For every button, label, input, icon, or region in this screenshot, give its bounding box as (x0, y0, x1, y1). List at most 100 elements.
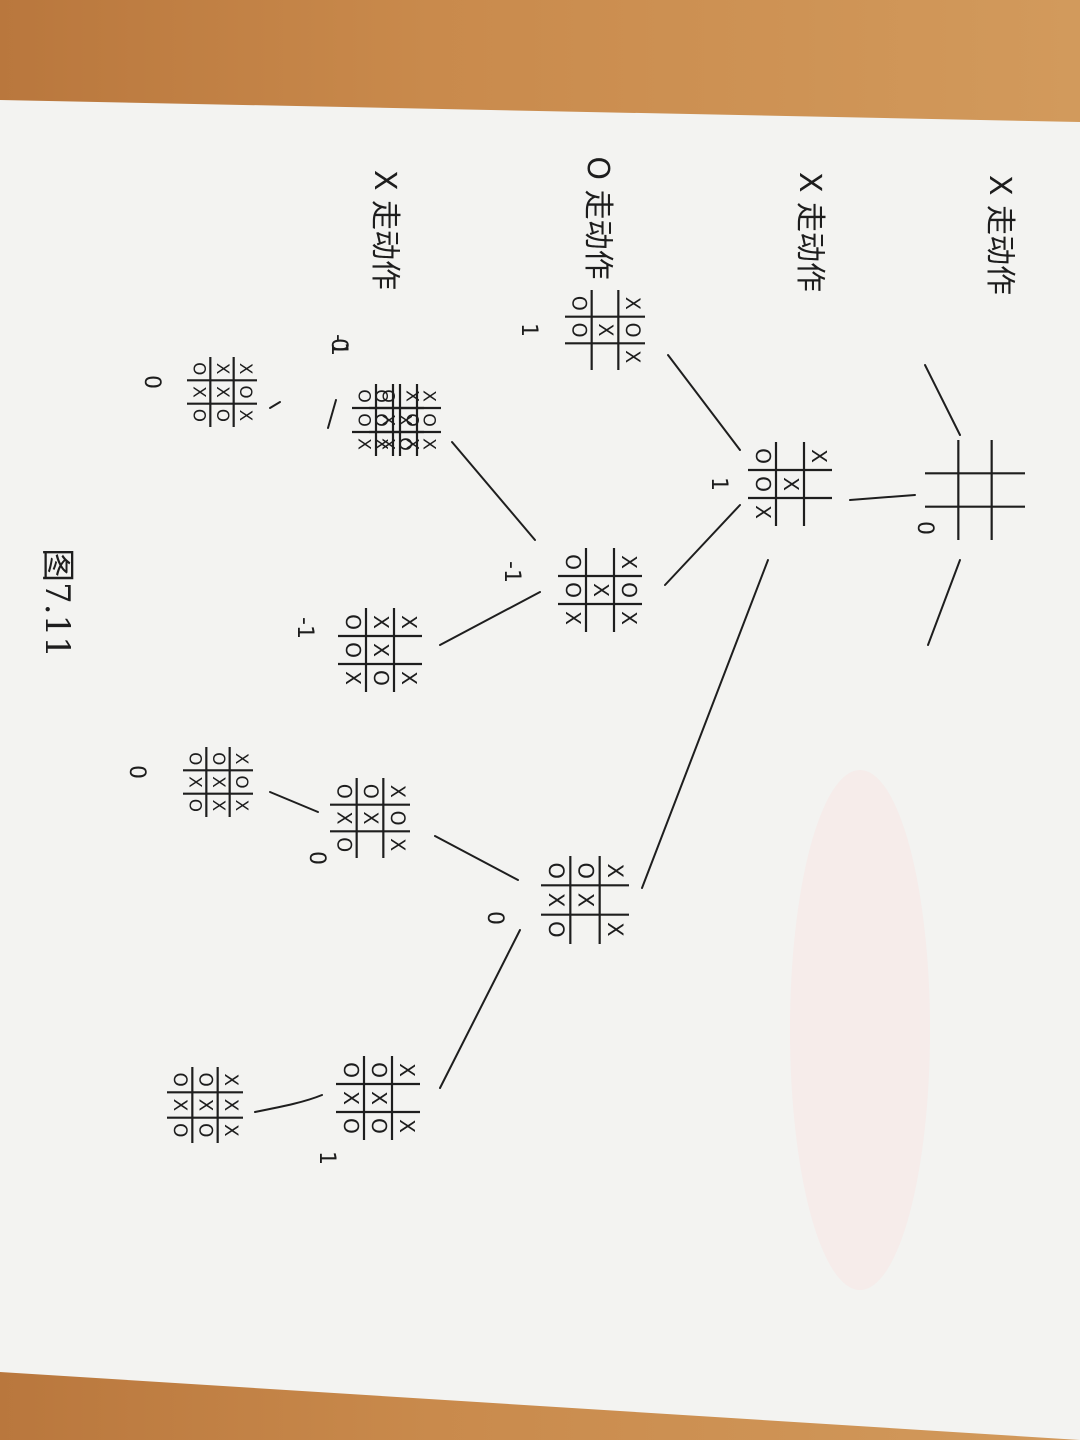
x-mark: X (419, 438, 439, 450)
o-mark: O (544, 921, 569, 938)
x-mark: X (369, 643, 393, 657)
x-mark: X (359, 811, 382, 824)
o-mark: O (386, 810, 409, 825)
figure-caption: 图7.11 (37, 548, 78, 658)
x-mark: X (561, 611, 585, 625)
x-mark: X (603, 922, 628, 936)
o-mark: O (617, 582, 641, 598)
o-mark: O (341, 642, 365, 658)
game-tree-boards: XXOOXXOXXOOXOXXOOXXOXXOOOXXXXXOOOXXOXOXX… (167, 290, 1025, 1143)
level-label: X 走动作 (792, 172, 827, 292)
x-mark: X (220, 1099, 241, 1111)
x-mark: X (617, 611, 641, 625)
x-mark: X (209, 776, 229, 788)
o-mark: O (339, 1118, 363, 1134)
x-mark: X (397, 615, 421, 629)
x-mark: X (395, 1119, 419, 1133)
x-mark: X (603, 863, 628, 877)
x-mark: X (213, 386, 233, 398)
x-mark: X (232, 800, 252, 812)
o-mark: O (367, 1118, 391, 1134)
x-mark: X (621, 350, 644, 363)
x-mark: X (194, 1099, 215, 1111)
board-value-label: 0 (139, 375, 164, 389)
edge-b1-b8 (641, 559, 769, 889)
x-mark: X (402, 438, 422, 450)
o-mark: O (354, 389, 374, 403)
paper-background (0, 100, 1080, 1440)
x-mark: X (807, 449, 831, 463)
edge-b8-b11 (439, 929, 521, 1089)
x-mark: X (419, 390, 439, 402)
x-mark: X (779, 477, 803, 491)
x-mark: X (213, 363, 233, 375)
o-mark: O (621, 322, 644, 337)
edge-b8-b9 (434, 835, 519, 881)
board-value-label: -1 (326, 334, 351, 356)
x-mark: X (397, 671, 421, 685)
edge-root-b1 (849, 494, 916, 501)
level-label: X 走动作 (982, 175, 1017, 295)
x-mark: X (369, 615, 393, 629)
o-mark: O (561, 554, 585, 570)
x-mark: X (220, 1124, 241, 1136)
o-mark: O (169, 1073, 190, 1087)
x-mark: X (589, 583, 613, 597)
edge-b3-b5 (439, 591, 541, 646)
o-mark: O (567, 322, 590, 337)
board-value-label: 0 (482, 911, 507, 925)
x-mark: X (332, 811, 355, 824)
edge-b3-b4 (451, 441, 536, 541)
o-mark: O (332, 784, 355, 799)
x-mark: X (186, 776, 206, 788)
edge-root-right (927, 559, 961, 646)
board-value-label: -1 (292, 617, 317, 639)
x-mark: X (236, 363, 256, 375)
x-mark: X (751, 505, 775, 519)
x-mark: X (169, 1099, 190, 1111)
x-mark: X (378, 414, 398, 426)
edge-b1-b2 (667, 354, 741, 451)
o-mark: O (213, 409, 233, 422)
edge-b1-b3 (664, 504, 741, 586)
edge-b11-b12 (254, 1094, 323, 1113)
board-value-label: 1 (706, 477, 731, 491)
o-mark: O (232, 775, 252, 788)
x-mark: X (339, 1091, 363, 1105)
board-value-label: 0 (912, 521, 937, 535)
o-mark: O (339, 1062, 363, 1078)
level-label: O 走动作 (580, 156, 615, 279)
x-mark: X (220, 1073, 241, 1085)
o-mark: O (236, 385, 256, 398)
x-mark: X (574, 893, 599, 907)
x-mark: X (594, 323, 617, 336)
x-mark: X (341, 671, 365, 685)
o-mark: O (332, 837, 355, 852)
o-mark: O (544, 862, 569, 879)
o-mark: O (402, 413, 422, 427)
x-mark: X (402, 390, 422, 402)
bleed-through-mark (790, 770, 930, 1290)
o-mark: O (378, 389, 398, 403)
o-mark: O (419, 413, 439, 427)
o-mark: O (190, 409, 210, 422)
o-mark: O (354, 413, 374, 427)
x-mark: X (378, 438, 398, 450)
x-mark: X (395, 1063, 419, 1077)
x-mark: X (386, 785, 409, 798)
o-mark: O (186, 799, 206, 812)
o-mark: O (194, 1073, 215, 1087)
board-value-label: -1 (499, 561, 524, 583)
o-mark: O (169, 1123, 190, 1137)
o-mark: O (194, 1123, 215, 1137)
board-root (925, 440, 1025, 540)
x-mark: X (621, 297, 644, 310)
